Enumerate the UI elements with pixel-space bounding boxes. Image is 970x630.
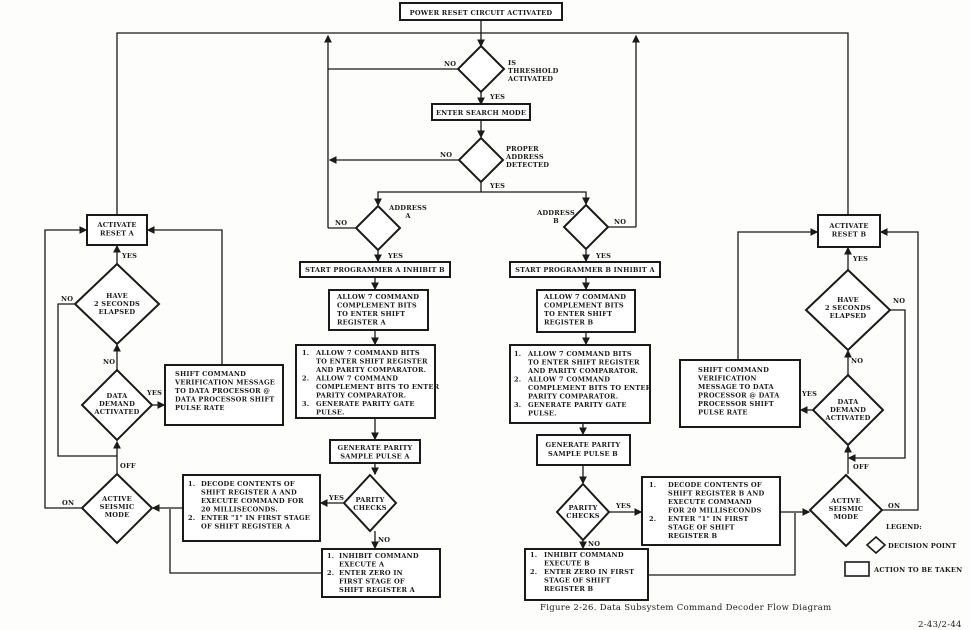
start-programmer-b-label: START PROGRAMMER B INHIBIT A — [515, 266, 655, 274]
start-programmer-b-box — [509, 261, 661, 278]
yes-label: YES — [615, 502, 631, 510]
parity-checks-a-decision — [342, 473, 398, 533]
complement-bits-a-box — [328, 289, 429, 331]
parity-checks-b-decision — [555, 482, 611, 542]
seismic-mode-b-decision — [808, 473, 884, 548]
data-demand-a-decision — [80, 368, 154, 442]
no-label: NO — [851, 357, 863, 365]
connectors — [44, 20, 919, 576]
command-bits-a-box — [295, 344, 436, 419]
activate-reset-b-box — [817, 214, 881, 248]
on-label: ON — [62, 499, 74, 507]
command-bits-b-box — [509, 344, 651, 424]
yes-label: YES — [489, 182, 505, 190]
two-seconds-b-decision — [804, 268, 892, 352]
no-label: NO — [440, 151, 452, 159]
no-label: NO — [378, 536, 390, 544]
no-label: NO — [588, 540, 600, 548]
no-label: NO — [893, 297, 905, 305]
decode-b-box — [641, 476, 781, 546]
generate-parity-b-box — [536, 434, 631, 466]
address-b-decision — [562, 203, 610, 251]
yes-label: YES — [595, 252, 611, 260]
search-mode-box — [431, 103, 531, 121]
yes-label: YES — [121, 252, 137, 260]
activate-reset-a-box — [86, 214, 148, 246]
on-label: ON — [888, 502, 900, 510]
legend-decision-label: DECISION POINT — [888, 542, 957, 550]
no-label: NO — [444, 60, 456, 68]
no-label: NO — [614, 218, 626, 226]
two-seconds-a-decision — [73, 262, 161, 346]
page-number: 2-43/2-44 — [918, 620, 962, 630]
figure-caption: Figure 2-26. Data Subsystem Command Deco… — [540, 603, 832, 613]
legend-title: LEGEND: — [886, 523, 922, 531]
shift-message-b-box — [679, 359, 801, 428]
yes-label: YES — [387, 252, 403, 260]
legend: LEGEND: DECISION POINT ACTION TO BE TAKE… — [844, 523, 962, 577]
yes-label: YES — [801, 390, 817, 398]
proper-address-decision — [457, 136, 505, 184]
power-reset-label: POWER RESET CIRCUIT ACTIVATED — [410, 9, 553, 17]
threshold-decision — [456, 44, 506, 94]
no-label: NO — [103, 358, 115, 366]
power-reset-box — [399, 2, 563, 21]
data-demand-b-decision — [811, 373, 885, 447]
search-mode-label: ENTER SEARCH MODE — [436, 109, 526, 117]
complement-bits-b-box — [536, 289, 636, 333]
inhibit-a-box — [321, 548, 441, 598]
yes-label: YES — [328, 494, 344, 502]
no-label: NO — [61, 295, 73, 303]
address-a-decision — [354, 204, 402, 252]
no-label: NO — [335, 219, 347, 227]
decode-a-box — [182, 474, 321, 542]
yes-label: YES — [489, 93, 505, 101]
yes-label: YES — [852, 255, 868, 263]
legend-decision-icon — [865, 535, 887, 555]
seismic-mode-a-decision — [80, 472, 154, 545]
off-label: OFF — [120, 462, 136, 470]
shift-message-a-box — [164, 364, 284, 426]
start-programmer-a-box — [299, 261, 451, 278]
inhibit-b-box — [524, 548, 649, 601]
legend-action-icon — [844, 561, 870, 577]
legend-action-label: ACTION TO BE TAKEN — [873, 566, 962, 574]
start-programmer-a-label: START PROGRAMMER A INHIBIT B — [305, 266, 445, 274]
generate-parity-a-box — [329, 439, 421, 464]
off-label: OFF — [853, 463, 869, 471]
yes-label: YES — [146, 389, 162, 397]
